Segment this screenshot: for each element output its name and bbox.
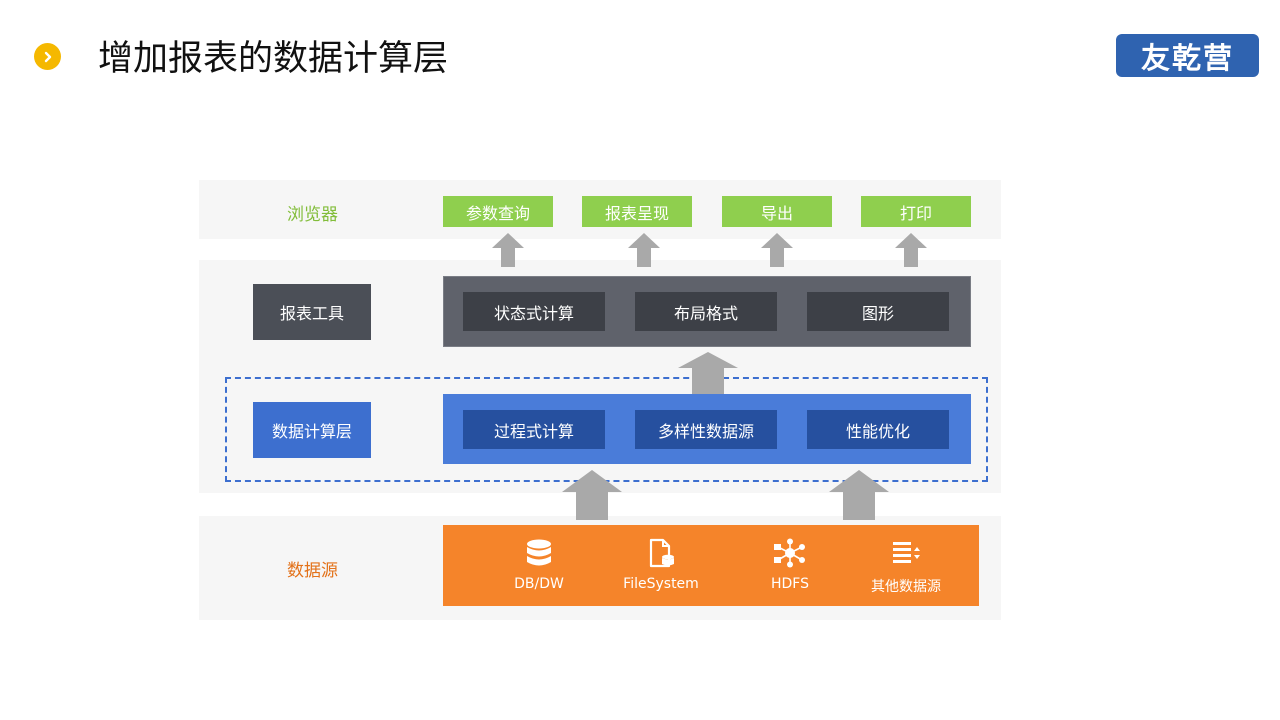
report-tools-label: 报表工具 [253,284,371,340]
source-item-filesystem: FileSystem [611,538,711,598]
browser-item-param-query: 参数查询 [443,196,553,227]
page-title: 增加报表的数据计算层 [98,38,449,79]
compute-item-performance: 性能优化 [807,410,949,449]
up-arrow-icon [628,233,660,267]
browser-item-report-view: 报表呈现 [582,196,692,227]
source-item-hdfs: HDFS [740,538,840,598]
data-source-label: 数据源 [287,560,338,581]
tools-item-state-calc: 状态式计算 [463,292,605,331]
chevron-right-icon [34,43,61,70]
source-item-label: DB/DW [514,576,564,592]
compute-layer-label: 数据计算层 [253,402,371,458]
source-item-label: 其他数据源 [871,579,941,595]
brand-logo: 友乾营 [1116,34,1259,77]
tools-item-graphics: 图形 [807,292,949,331]
database-icon [527,539,551,566]
up-arrow-icon [761,233,793,267]
network-nodes-icon [774,538,805,568]
compute-item-diverse-sources: 多样性数据源 [635,410,777,449]
compute-item-procedural-calc: 过程式计算 [463,410,605,449]
source-item-label: HDFS [770,576,809,592]
up-arrow-icon [678,352,738,394]
browser-layer-label: 浏览器 [287,204,338,225]
source-item-db-dw: DB/DW [489,538,589,598]
up-arrow-icon [829,470,889,520]
list-sort-icon [893,542,920,563]
up-arrow-icon [492,233,524,267]
up-arrow-icon [895,233,927,267]
tools-item-layout-format: 布局格式 [635,292,777,331]
data-source-panel [443,525,979,606]
source-item-other: 其他数据源 [856,538,956,598]
browser-item-export: 导出 [722,196,832,227]
browser-item-print: 打印 [861,196,971,227]
file-database-icon [649,538,674,568]
source-item-label: FileSystem [623,576,699,592]
up-arrow-icon [562,470,622,520]
